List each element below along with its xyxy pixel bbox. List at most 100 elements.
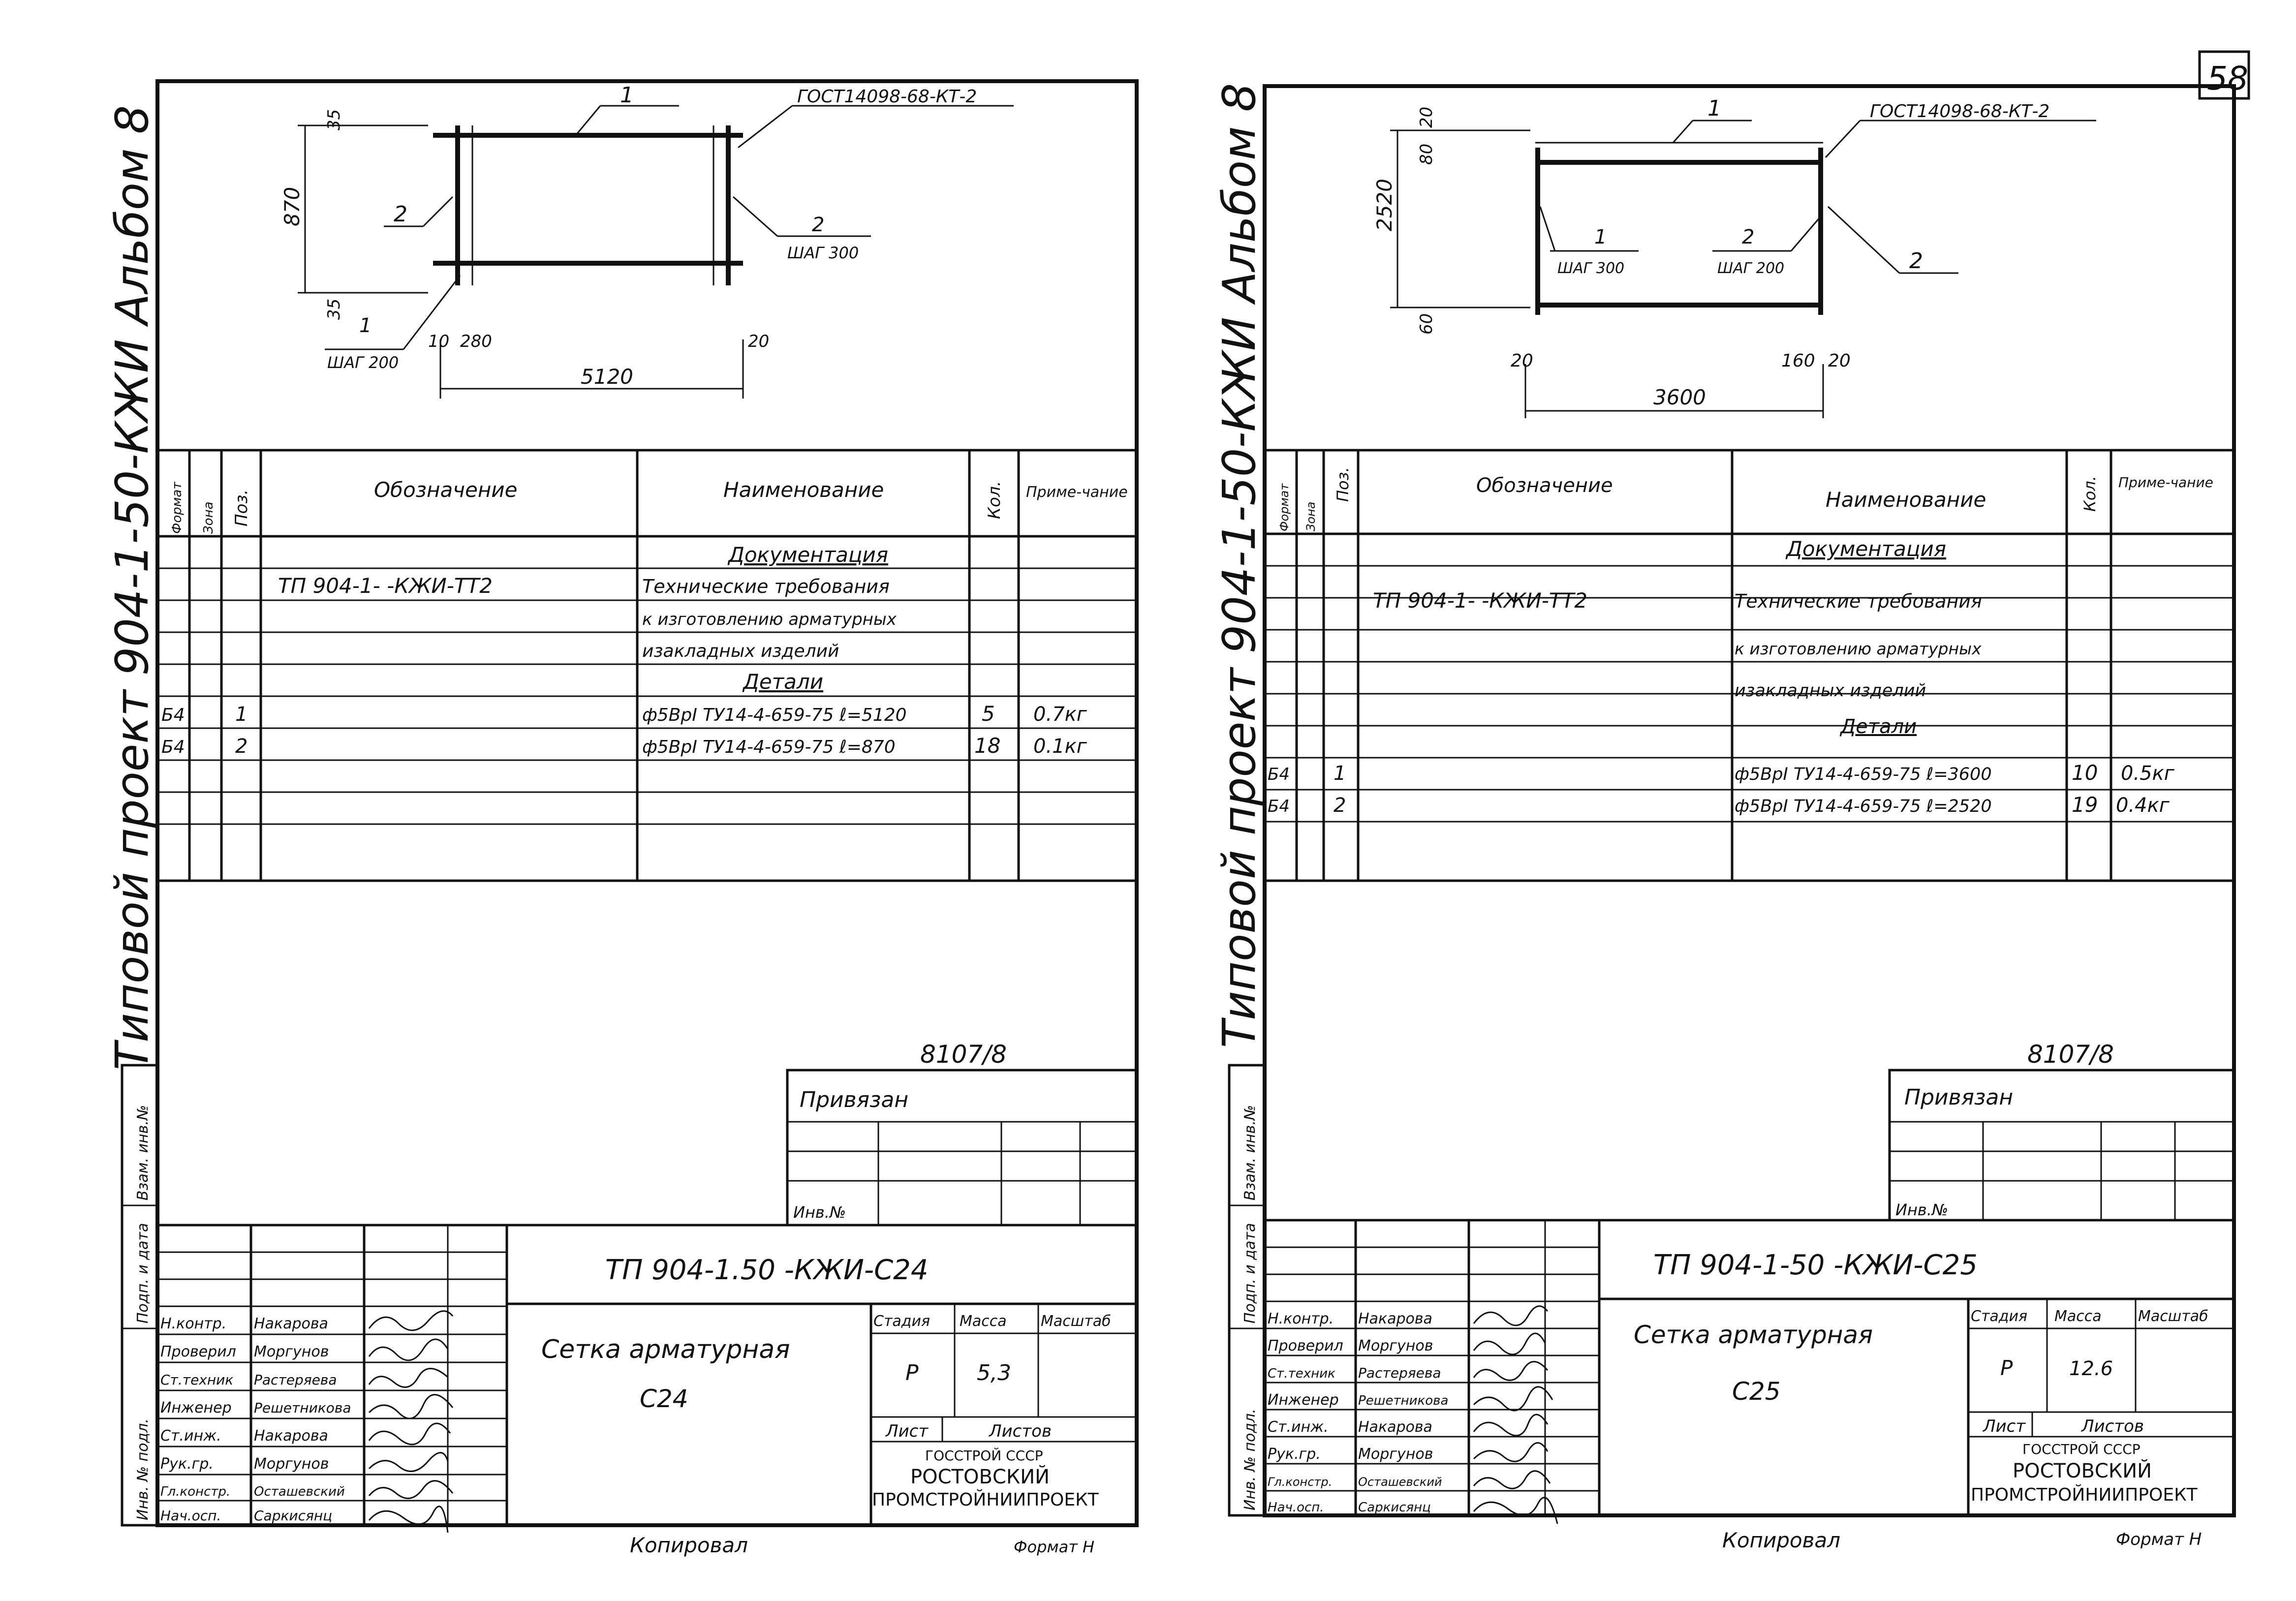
sig-role: Рук.гр. [1268,1446,1321,1463]
page-number-box: 58 [2198,50,2250,100]
step-a-right: ШАГ 300 [1557,260,1624,277]
sig-role: Нач.осп. [1268,1500,1324,1515]
item2-qty-right: 19 [2072,793,2098,817]
binding-title-right: Привязан [1904,1085,2013,1110]
pos2m-label-right: 2 [1742,226,1754,248]
item2-qty-left: 18 [974,734,1000,758]
tb-scale-label-right: Масштаб [2138,1308,2208,1325]
sig-role: Гл.констр. [160,1484,230,1499]
pos1-label-left: 1 [620,83,634,108]
step-right-left: ШАГ 300 [787,244,859,262]
hdr-format-right: Формат [1277,483,1291,531]
strip-sign-left: Подп. и дата [134,1223,152,1324]
tb-name1-left: Сетка арматурная [541,1335,790,1364]
tb-name2-right: С25 [1732,1377,1781,1406]
pos2r-label-right: 2 [1909,248,1923,274]
title-block-left [157,1224,1137,1525]
sheet-ref-left: 8107/8 [920,1040,1007,1069]
tb-code-right: ТП 904-1-50 -КЖИ-С25 [1653,1249,1978,1281]
hdr-pos-left: Поз. [232,490,251,526]
dim-top-right: 20 [1417,107,1436,128]
pos2-label-left: 2 [394,202,407,227]
doc-label-left: Документация [727,543,888,567]
item2-name-right: ф5ВрI ТУ14-4-659-75 ℓ=2520 [1735,797,1992,816]
doc-line1-right: Технические требования [1735,590,1982,612]
item2-pos-right: 2 [1334,794,1346,817]
doc-line3-right: изакладных изделий [1735,681,1926,701]
binding-inv-left: Инв.№ [793,1203,846,1222]
sig-role: Ст.техник [1268,1366,1335,1381]
sig-role: Проверил [1268,1337,1343,1355]
hdr-note-right: Приме-чание [2118,474,2213,491]
sheet-left: Типовой проект 904-1-50-КЖИ Альбом 8 Инв… [106,79,1139,1557]
dim-rightoff-left: 20 [748,332,769,351]
item2-note-left: 0.1кг [1033,735,1087,758]
strip-inv-left: Инв. № подл. [134,1418,152,1520]
tb-sheets-label-right: Листов [2080,1416,2144,1436]
format-right: Формат Н [2116,1530,2202,1549]
signatures-scribbles-left [368,1310,454,1533]
sig-name: Моргунов [1358,1446,1433,1463]
tb-org3-right: ПРОМСТРОЙНИИПРОЕКТ [1971,1484,2198,1505]
sig-role: Н.контр. [1268,1310,1334,1327]
step-bottom-left: ШАГ 200 [327,353,399,372]
dim-width-left: 5120 [581,365,633,389]
dim-bot-left: 35 [324,299,344,320]
tb-mass-label-right: Масса [2054,1308,2102,1325]
page-number: 58 [2207,60,2248,97]
pos1b-label-left: 1 [359,314,372,337]
sheet-right: Типовой проект 904-1-50-КЖИ Альбом 8 Инв… [1213,83,2236,1552]
tb-scale-label-left: Масштаб [1041,1313,1111,1330]
tb-stage-label-left: Стадия [873,1313,930,1330]
tb-org3-left: ПРОМСТРОЙНИИПРОЕКТ [872,1489,1099,1510]
sig-name: Саркисянц [1358,1500,1431,1515]
hdr-zone-right: Зона [1304,502,1318,531]
item1-format-left: Б4 [161,705,185,725]
item2-pos-left: 2 [235,735,248,758]
item1-note-right: 0.5кг [2121,762,2175,785]
sig-role: Ст.инж. [1268,1418,1329,1436]
item1-qty-left: 5 [982,702,995,726]
tb-stage-label-right: Стадия [1971,1308,2027,1325]
sig-role: Нач.осп. [160,1508,221,1524]
item1-qty-right: 10 [2072,761,2098,785]
sig-name: Моргунов [1358,1337,1433,1355]
dim-right-a-right: 160 [1781,351,1815,371]
details-label-right: Детали [1839,715,1917,738]
binding-title-left: Привязан [800,1087,908,1112]
hdr-qty-left: Кол. [985,481,1004,519]
dim-bot-right: 60 [1417,313,1436,335]
side-title-left: Типовой проект 904-1-50-КЖИ Альбом 8 [106,105,158,1070]
hdr-zone-left: Зона [201,501,216,534]
signature-list-left: Н.контр. Накарова Проверил Моргунов Ст.т… [160,1315,351,1524]
item2-format-right: Б4 [1268,797,1290,816]
item1-note-left: 0.7кг [1033,703,1087,726]
gost-ref-right: ГОСТ14098-68-КТ-2 [1870,101,2049,122]
sig-role: Инженер [1268,1391,1339,1409]
tb-mass-label-left: Масса [960,1313,1007,1330]
copied-left: Копировал [630,1533,748,1557]
dim-top2-right: 80 [1417,144,1436,165]
sig-name: Накарова [254,1315,328,1332]
dim-height-right: 2520 [1372,179,1396,231]
doc-line2-right: к изготовлению арматурных [1735,639,1982,658]
tb-org2-left: РОСТОВСКИЙ [910,1465,1050,1488]
sig-name: Накарова [254,1427,328,1445]
pos1-label-right: 1 [1707,96,1721,121]
sig-role: Проверил [160,1343,236,1360]
pos1b-label-right: 1 [1594,226,1607,248]
sig-name: Моргунов [254,1343,329,1360]
doc-designation-left: ТП 904-1- -КЖИ-ТТ2 [278,574,493,598]
sig-name: Растеряева [254,1372,337,1388]
sig-name: Решетникова [1358,1393,1448,1408]
sig-role: Ст.инж. [160,1427,221,1445]
item1-name-left: ф5ВрI ТУ14-4-659-75 ℓ=5120 [642,705,907,725]
tb-code-left: ТП 904-1.50 -КЖИ-С24 [605,1254,928,1286]
tb-org2-right: РОСТОВСКИЙ [2013,1459,2152,1482]
dim-leftoff-left: 10 [428,332,449,351]
hdr-designation-left: Обозначение [374,478,517,502]
mesh-drawing-left [298,105,1014,399]
sig-role: Н.контр. [160,1315,226,1332]
